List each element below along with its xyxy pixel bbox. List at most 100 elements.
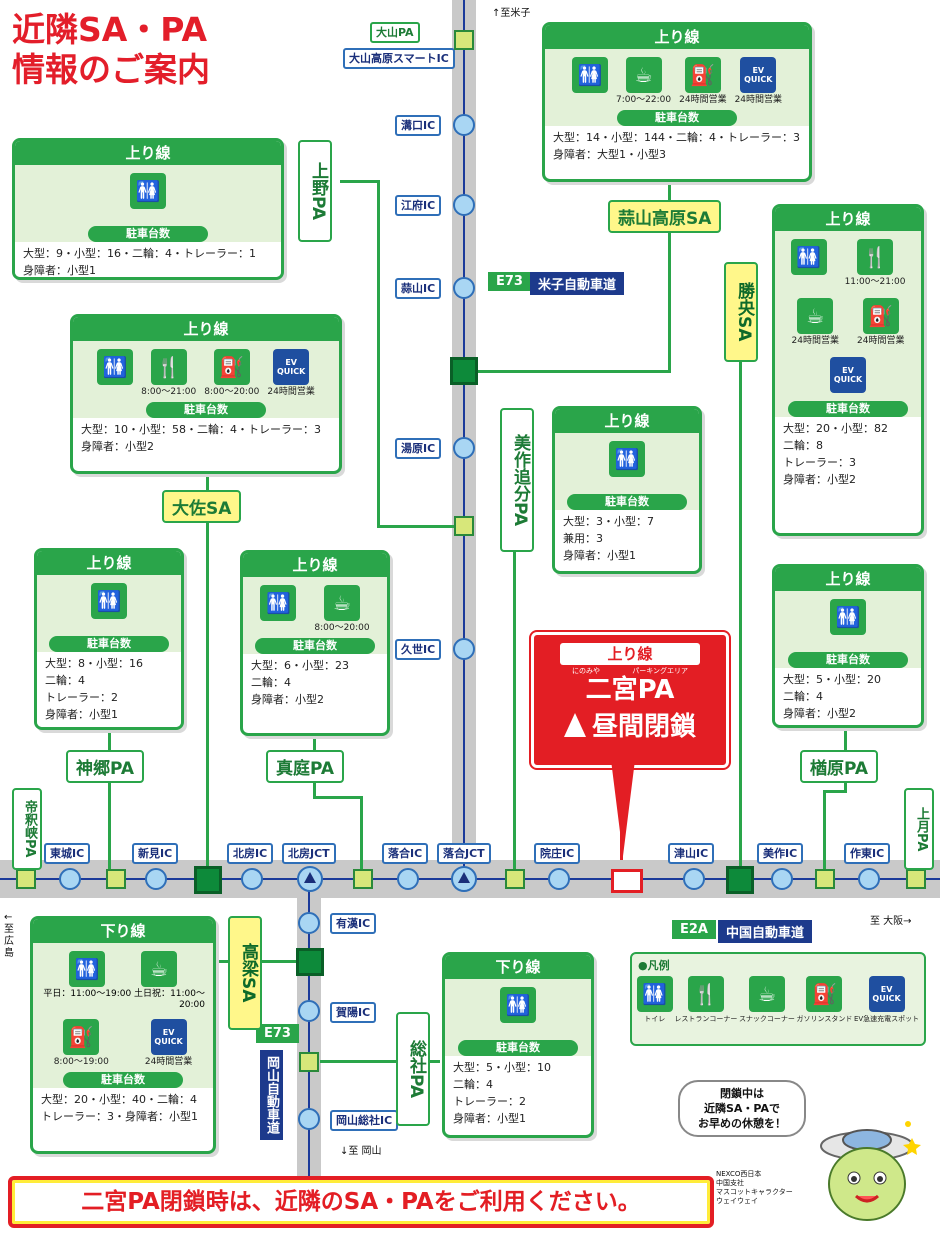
- ochiai-jct-node[interactable]: [451, 866, 477, 892]
- card-maniwa-pa: 上り線 🚻 ☕8:00〜20:00 駐車台数 大型：6・小型：23 二輪：4 身…: [240, 550, 390, 736]
- road-name-chugoku: 中国自動車道: [718, 920, 813, 943]
- parking-label: 駐車台数: [88, 226, 208, 242]
- ev-charger-icon: EV QUICK: [868, 976, 905, 1012]
- legend-box: ●凡例 🚻トイレ 🍴レストランコーナー ☕スナックコーナー ⛽ガソリンスタンド …: [630, 952, 926, 1046]
- connector: [206, 470, 209, 870]
- card-direction: 上り線: [15, 141, 281, 165]
- label-jingo-pa: 神郷PA: [66, 750, 145, 783]
- road-code-e73-south: E73: [256, 1024, 299, 1043]
- traffic-cone-icon: [563, 712, 586, 737]
- toilet-icon: 🚻: [260, 585, 297, 621]
- gas-station-icon: ⛽: [213, 349, 250, 385]
- snack-icon: ☕: [625, 57, 662, 93]
- snack-icon: ☕: [324, 585, 360, 621]
- card-katsuo-sa: 上り線 🚻 🍴11:00〜21:00 ☕24時間営業 ⛽24時間営業 EV QU…: [772, 204, 924, 536]
- connector: [313, 796, 363, 799]
- title-line-2: 情報のご案内: [12, 50, 210, 89]
- gas-station-icon: ⛽: [684, 57, 721, 93]
- restaurant-icon: 🍴: [150, 349, 187, 385]
- toilet-icon: 🚻: [636, 976, 673, 1012]
- label-taishaku-pa: 帝釈峡PA: [12, 788, 42, 870]
- ueno-pa-node[interactable]: [454, 516, 474, 536]
- hiruzen-ic-node[interactable]: [453, 277, 475, 299]
- closed-name: 二宮PA: [585, 675, 675, 705]
- parking-lines: 大型：14・小型：144・二輪：4・トレーラー：3 身障者：大型1・小型3: [545, 126, 809, 167]
- card-direction: 上り線: [545, 25, 809, 49]
- card-takahashi-sa: 下り線 🚻 ☕ 平日：11:00〜19:00 土日祝：11:00〜20:00 ⛽…: [30, 916, 216, 1154]
- parking-label: 駐車台数: [567, 494, 687, 510]
- label-takahashi-sa: 高梁SA: [228, 916, 262, 1030]
- uka-ic-node[interactable]: [298, 912, 320, 934]
- mimasaka-ic-node[interactable]: [771, 868, 793, 890]
- direction-north: ↑至米子: [492, 8, 531, 19]
- nara-pa-node[interactable]: [815, 869, 835, 889]
- toilet-icon: 🚻: [130, 173, 166, 209]
- connector: [340, 180, 380, 183]
- soja-pa-node[interactable]: [299, 1052, 319, 1072]
- snack-hours: 平日：11:00〜19:00 土日祝：11:00〜20:00: [43, 989, 205, 1010]
- connector: [823, 790, 847, 793]
- closed-status: 昼間閉鎖: [591, 712, 696, 742]
- osa-sa-node[interactable]: [194, 866, 222, 894]
- parking-lines: 大型：5・小型：20 二輪：4 身障者：小型2: [775, 668, 921, 725]
- road-name-yonago: 米子自動車道: [530, 272, 625, 295]
- daisen-pa-node[interactable]: [454, 30, 474, 50]
- maniwa-pa-node[interactable]: [353, 869, 373, 889]
- okayama-soja-ic-node[interactable]: [298, 1108, 320, 1130]
- hokubo-ic-node[interactable]: [241, 868, 263, 890]
- ic-label-ochiai: 落合IC: [382, 843, 429, 864]
- ev-charger-icon: EV QUICK: [150, 1019, 187, 1055]
- ic-label-tojo: 東城IC: [44, 843, 91, 864]
- innosho-ic-node[interactable]: [548, 868, 570, 890]
- kuse-ic-node[interactable]: [453, 638, 475, 660]
- taishaku-pa-node[interactable]: [16, 869, 36, 889]
- snack-icon: ☕: [797, 298, 834, 334]
- mizoguchi-ic-node[interactable]: [453, 114, 475, 136]
- mimasaka-oiwake-pa-node[interactable]: [505, 869, 525, 889]
- connector: [377, 525, 463, 528]
- road-code-e73: E73: [488, 272, 531, 291]
- parking-label: 駐車台数: [63, 1072, 183, 1088]
- toilet-icon: 🚻: [69, 951, 105, 987]
- ic-label-daisen-pa: 大山PA: [370, 22, 420, 43]
- label-soja-pa: 総社PA: [396, 1012, 430, 1126]
- kayo-ic-node[interactable]: [298, 1000, 320, 1022]
- card-direction: 上り線: [775, 207, 921, 231]
- ochiai-ic-node[interactable]: [397, 868, 419, 890]
- ic-label-tsuyama: 津山IC: [668, 843, 715, 864]
- label-nara-pa: 楢原PA: [800, 750, 879, 783]
- card-nara-pa: 上り線 🚻 駐車台数 大型：5・小型：20 二輪：4 身障者：小型2: [772, 564, 924, 728]
- parking-lines: 大型：8・小型：16 二輪：4 トレーラー：2 身障者：小型1: [37, 652, 181, 727]
- card-direction: 上り線: [243, 553, 387, 577]
- mascot-speech-bubble: 閉鎖中は 近隣SA・PAで お早めの休憩を！: [678, 1080, 806, 1137]
- hiruzen-sa-node[interactable]: [450, 357, 478, 385]
- parking-label: 駐車台数: [49, 636, 169, 652]
- card-jingo-pa: 上り線 🚻 駐車台数 大型：8・小型：16 二輪：4 トレーラー：2 身障者：小…: [34, 548, 184, 730]
- katsuo-sa-node[interactable]: [726, 866, 754, 894]
- toilet-icon: 🚻: [571, 57, 608, 93]
- parking-lines: 大型：9・小型：16・二輪：4・トレーラー：1 身障者：小型1: [15, 242, 281, 277]
- tsuyama-ic-node[interactable]: [683, 868, 705, 890]
- niimi-ic-node[interactable]: [145, 868, 167, 890]
- connector: [108, 730, 111, 870]
- takahashi-sa-node[interactable]: [296, 948, 324, 976]
- gas-station-icon: ⛽: [862, 298, 899, 334]
- card-direction: 下り線: [445, 955, 591, 979]
- parking-label: 駐車台数: [255, 638, 375, 654]
- sakuto-ic-node[interactable]: [858, 868, 880, 890]
- toilet-icon: 🚻: [91, 583, 127, 619]
- kofu-ic-node[interactable]: [453, 194, 475, 216]
- ev-charger-icon: EV QUICK: [273, 349, 310, 385]
- jingo-pa-node[interactable]: [106, 869, 126, 889]
- ic-label-mimasaka: 美作IC: [757, 843, 804, 864]
- parking-label: 駐車台数: [788, 652, 908, 668]
- restaurant-icon: 🍴: [687, 976, 724, 1012]
- tojo-ic-node[interactable]: [59, 868, 81, 890]
- hokubo-jct-node[interactable]: [297, 866, 323, 892]
- parking-lines: 大型：10・小型：58・二輪：4・トレーラー：3 身障者：小型2: [73, 418, 339, 459]
- kozuki-pa-node[interactable]: [906, 869, 926, 889]
- ninomiya-pa-node[interactable]: [611, 869, 643, 893]
- yubara-ic-node[interactable]: [453, 437, 475, 459]
